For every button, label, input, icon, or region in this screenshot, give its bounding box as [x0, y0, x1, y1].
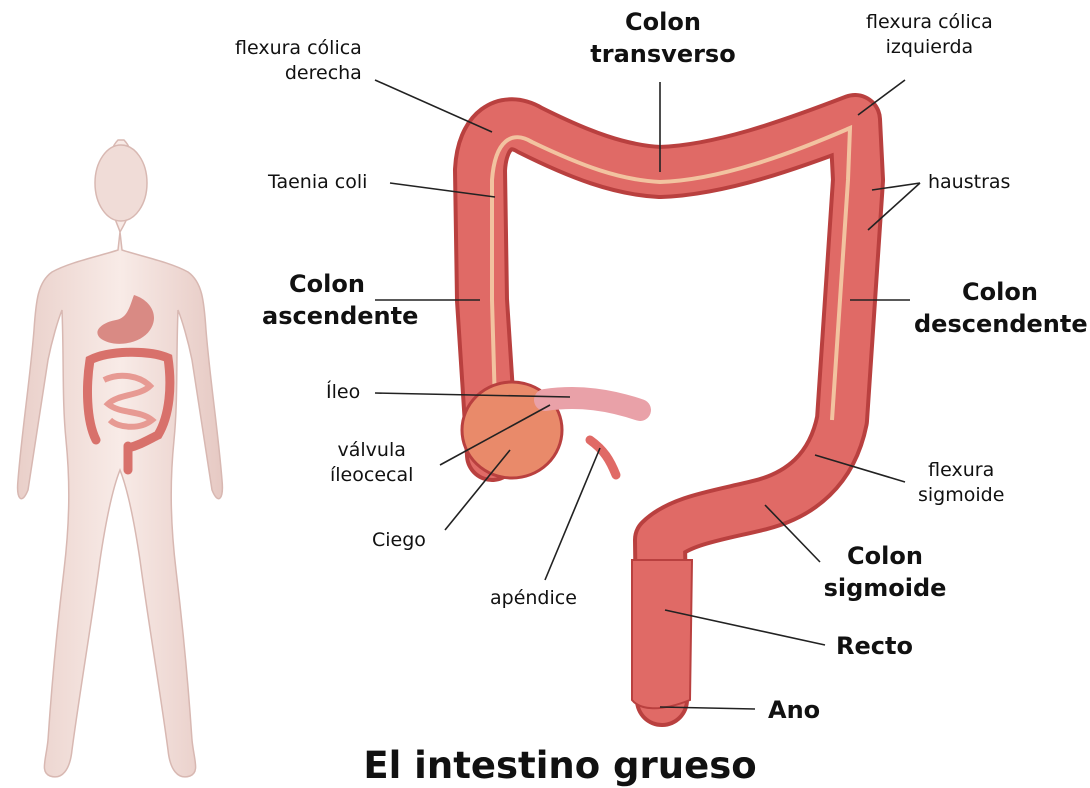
- label-apendice: apéndice: [490, 586, 577, 611]
- label-flexura-derecha: flexura cólica derecha: [235, 36, 362, 85]
- label-recto: Recto: [836, 630, 913, 662]
- human-head: [95, 145, 147, 221]
- label-ileo: Íleo: [326, 380, 360, 405]
- label-valvula: válvula íleocecal: [330, 438, 413, 487]
- label-colon-ascendente: Colon ascendente: [262, 268, 392, 333]
- ileum: [545, 398, 640, 410]
- human-figure: [18, 140, 223, 777]
- label-colon-sigmoide: Colon sigmoide: [820, 540, 950, 605]
- label-haustras: haustras: [928, 170, 1010, 195]
- label-taenia-coli: Taenia coli: [268, 170, 367, 195]
- label-colon-descendente: Colon descendente: [914, 276, 1086, 341]
- rectum: [632, 560, 692, 708]
- label-ano: Ano: [768, 694, 820, 726]
- leader-flexura-derecha: [375, 80, 492, 132]
- diagram-title: El intestino grueso: [0, 744, 1090, 787]
- leader-apendice: [545, 448, 600, 580]
- large-intestine: [462, 120, 858, 708]
- label-flexura-sigmoide: flexura sigmoide: [918, 458, 1004, 507]
- appendix: [590, 440, 616, 475]
- label-ciego: Ciego: [372, 528, 426, 553]
- human-body-silhouette: [18, 140, 223, 777]
- label-colon-transverso: Colon transverso: [588, 6, 738, 71]
- label-flexura-izquierda: flexura cólica izquierda: [866, 10, 993, 59]
